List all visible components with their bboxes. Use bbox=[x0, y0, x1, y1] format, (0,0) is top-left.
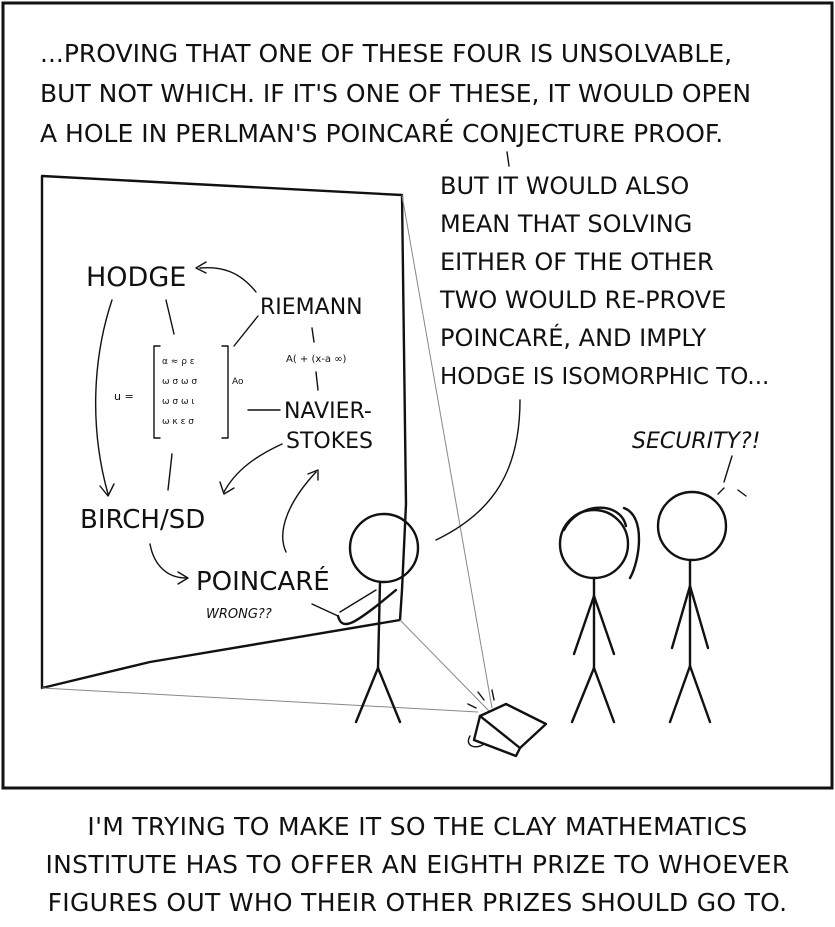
speech-line-6: HODGE IS ISOMORPHIC TO... bbox=[440, 364, 769, 390]
board-label-poincare: POINCARÉ bbox=[196, 565, 330, 597]
projector-beam bbox=[41, 194, 493, 713]
caption-line-2: INSTITUTE HAS TO OFFER AN EIGHTH PRIZE T… bbox=[45, 850, 790, 879]
exclaim-tail bbox=[723, 455, 733, 483]
speech-line-5: POINCARÉ, AND IMPLY bbox=[440, 323, 707, 352]
board-label-wrong: WRONG?? bbox=[206, 607, 272, 622]
riemann-formula: A( + (x-a ∞) bbox=[286, 354, 347, 365]
board-label-riemann: RIEMANN bbox=[260, 295, 363, 320]
arrow-birch-to-poincare bbox=[149, 543, 187, 579]
speech-tail-right bbox=[435, 399, 521, 541]
stick-figure-presenter bbox=[311, 512, 420, 724]
board-label-birch: BIRCH/SD bbox=[80, 505, 205, 535]
svg-text:ω σ ω ι: ω σ ω ι bbox=[162, 397, 194, 407]
caption-line-1: I'M TRYING TO MAKE IT SO THE CLAY MATHEM… bbox=[87, 812, 748, 841]
board-matrix: u = α ≈ ρ ε ω σ ω σ ω σ ω ι ω κ ε σ Ao bbox=[114, 345, 244, 439]
board-label-navier: NAVIER- bbox=[284, 399, 372, 424]
caption-line-3: FIGURES OUT WHO THEIR OTHER PRIZES SHOUL… bbox=[47, 888, 788, 917]
top-speech-tail bbox=[506, 151, 510, 167]
arrow-riemann-to-hodge bbox=[199, 266, 257, 293]
matrix-note: Ao bbox=[232, 377, 244, 387]
svg-text:ω σ ω σ: ω σ ω σ bbox=[162, 377, 197, 387]
board-label-stokes: STOKES bbox=[286, 429, 373, 454]
stick-figure-ponytail bbox=[558, 506, 641, 724]
projector bbox=[467, 689, 548, 758]
stick-figure-right bbox=[656, 490, 728, 724]
exclaim-security: SECURITY?! bbox=[632, 429, 760, 454]
matrix-u-label: u = bbox=[114, 390, 134, 403]
speech-right: BUT IT WOULD ALSO MEAN THAT SOLVING EITH… bbox=[439, 172, 769, 390]
svg-text:α ≈ ρ ε: α ≈ ρ ε bbox=[162, 357, 195, 367]
speech-line-1: BUT IT WOULD ALSO bbox=[440, 172, 689, 200]
board-label-hodge: HODGE bbox=[86, 262, 186, 293]
arrow-navier-to-birch bbox=[223, 443, 283, 493]
arrow-hodge-to-birch bbox=[94, 299, 113, 495]
top-narration: ...PROVING THAT ONE OF THESE FOUR IS UNS… bbox=[40, 39, 751, 148]
top-text-line-1: ...PROVING THAT ONE OF THESE FOUR IS UNS… bbox=[40, 39, 732, 68]
whiteboard-frame bbox=[40, 174, 408, 690]
top-text-line-2: BUT NOT WHICH. IF IT'S ONE OF THESE, IT … bbox=[40, 79, 751, 108]
speech-line-2: MEAN THAT SOLVING bbox=[440, 210, 692, 238]
speech-line-3: EITHER OF THE OTHER bbox=[440, 248, 714, 276]
board-diagram: HODGE RIEMANN NAVIER- STOKES BIRCH/SD PO… bbox=[80, 261, 373, 622]
speech-line-4: TWO WOULD RE-PROVE bbox=[439, 286, 726, 314]
arrow-poincare-to-navier bbox=[282, 471, 317, 553]
svg-text:ω κ ε σ: ω κ ε σ bbox=[162, 417, 194, 427]
panel-frame bbox=[1, 1, 834, 790]
top-text-line-3: A HOLE IN PERLMAN'S POINCARÉ CONJECTURE … bbox=[40, 119, 723, 148]
